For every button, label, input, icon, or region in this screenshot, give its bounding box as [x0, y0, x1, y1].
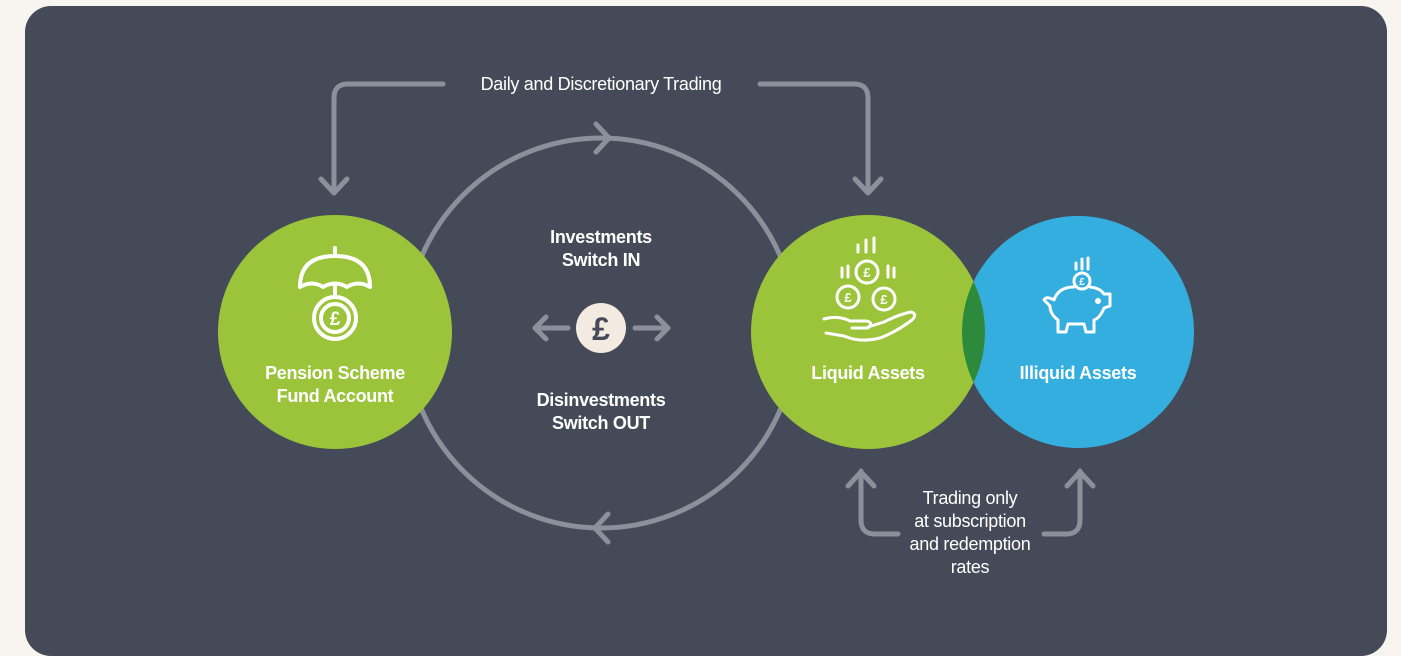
switch-in-bold: IN [622, 250, 641, 270]
pension-line2: Fund Account [276, 386, 394, 406]
center-arrow-left-head [532, 314, 549, 342]
piggy-bank-icon: £ [1042, 256, 1112, 334]
investments-switch-in-label: Investments Switch IN [501, 226, 701, 272]
currency-symbol: £ [592, 311, 610, 347]
switch-out-bold: OUT [612, 413, 651, 433]
bottom-trading-arrowhead-left [845, 469, 877, 489]
bottom-trading-line3: and redemption [909, 534, 1031, 554]
bottom-trading-label: Trading only at subscription and redempt… [880, 487, 1060, 579]
switch-out-prefix: Switch [551, 413, 613, 433]
currency-badge [576, 303, 626, 353]
switch-in-prefix: Switch [561, 250, 623, 270]
liquid-assets-circle [751, 215, 985, 449]
svg-text:£: £ [880, 292, 888, 307]
center-arrow-right-head [654, 314, 671, 342]
loop-arrowhead-top [593, 121, 612, 155]
umbrella-coin-icon: £ [298, 246, 372, 341]
top-trading-bracket-right [757, 81, 871, 194]
liquid-assets-label: Liquid Assets [811, 363, 925, 383]
svg-text:£: £ [1079, 277, 1085, 288]
top-trading-label: Daily and Discretionary Trading [480, 74, 722, 94]
top-trading-arrowhead-left [318, 176, 350, 196]
svg-text:£: £ [330, 309, 341, 330]
svg-text:£: £ [844, 290, 852, 305]
investments-line: Investments [550, 227, 652, 247]
top-trading-arrowhead-right [852, 176, 884, 196]
pension-line1: Pension Scheme [265, 363, 405, 383]
bottom-trading-line2: at subscription [914, 511, 1026, 531]
disinvestments-line: Disinvestments [536, 390, 666, 410]
bottom-trading-bracket-left [858, 468, 901, 537]
illiquid-assets-label: Illiquid Assets [1019, 363, 1137, 383]
pension-fund-label: Pension Scheme Fund Account [235, 362, 435, 408]
top-trading-bracket-left [331, 81, 446, 194]
bottom-trading-arrowhead-right [1064, 469, 1096, 489]
illiquid-assets-circle [962, 216, 1194, 448]
svg-text:£: £ [863, 265, 871, 280]
bottom-trading-line4: rates [950, 557, 990, 577]
hand-coins-icon: £ £ £ [822, 236, 917, 342]
bottom-trading-line1: Trading only [922, 488, 1018, 508]
loop-arrowhead-bottom [592, 511, 611, 545]
bottom-trading-bracket-right [1041, 468, 1083, 537]
disinvestments-switch-out-label: Disinvestments Switch OUT [501, 389, 701, 435]
